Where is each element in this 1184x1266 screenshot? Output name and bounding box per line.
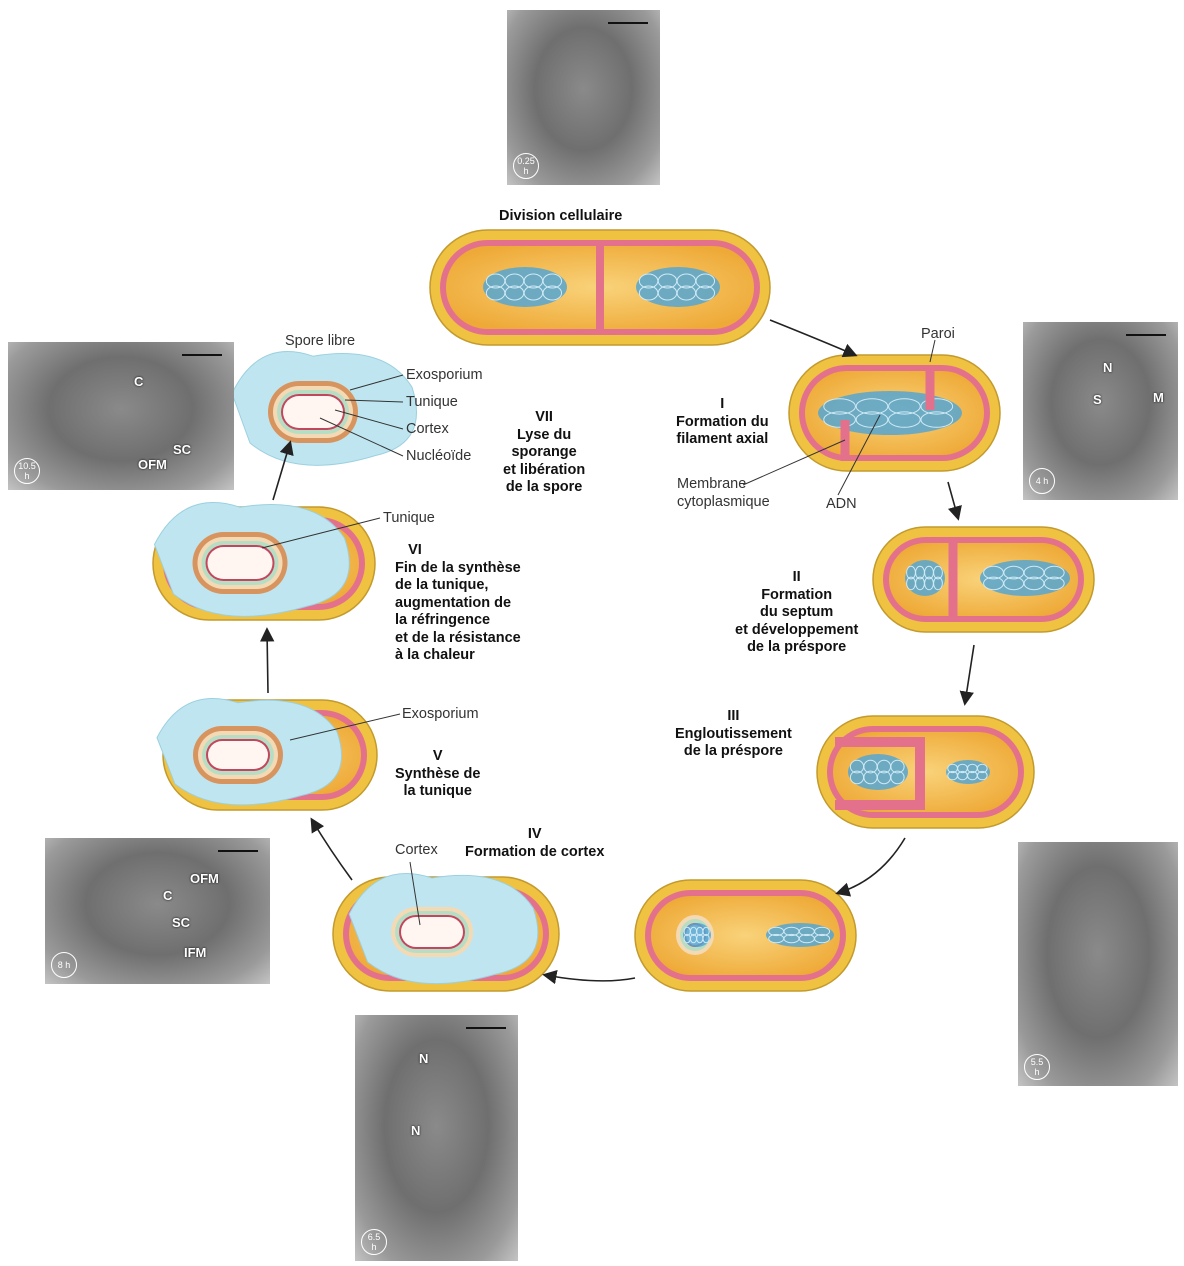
micro-label: N <box>1103 360 1112 375</box>
stage-roman: III <box>675 708 792 726</box>
spore-core <box>208 547 273 579</box>
time-badge: 6.5 h <box>361 1229 387 1255</box>
dna-nucleoid <box>636 267 720 307</box>
cell-stage-v <box>157 698 377 810</box>
scale-bar <box>218 850 258 852</box>
scale-bar <box>466 1027 506 1029</box>
cell-stage-iii <box>817 716 1034 828</box>
dna-nucleoid <box>818 391 962 435</box>
label-exosporium-v: Exosporium <box>402 706 479 723</box>
label-tunique: Tunique <box>406 394 458 411</box>
cell-stage-forespore <box>635 880 856 991</box>
micro-label: C <box>134 374 143 389</box>
cell-stage-iv <box>333 874 559 992</box>
micro-label: N <box>411 1123 420 1138</box>
dna-blob <box>905 560 945 596</box>
stage-roman: V <box>395 748 480 766</box>
spore-core <box>208 741 268 769</box>
label-paroi: Paroi <box>921 326 955 343</box>
micrograph-0-25h: 0.25 h <box>507 10 660 185</box>
dna-nucleoid <box>905 560 945 596</box>
dna-blob <box>818 391 962 435</box>
micrograph-8h: OFM C SC IFM 8 h <box>45 838 270 984</box>
dna-blob <box>848 754 908 790</box>
dna-blob <box>483 267 567 307</box>
micro-label: IFM <box>184 945 206 960</box>
cycle-arrow <box>267 630 268 693</box>
spore <box>155 503 350 617</box>
cycle-arrow <box>965 645 974 703</box>
stage-title-vii: VII Lyse du sporange et libération de la… <box>503 409 585 497</box>
micrograph-5-5h: 5.5 h <box>1018 842 1178 1086</box>
cycle-arrow <box>312 820 352 880</box>
stage-title-iv: IV Formation de cortex <box>465 826 604 861</box>
stage-title-vi: VI Fin de la synthèse de la tunique, aug… <box>395 542 521 665</box>
stage-roman: II <box>735 569 858 587</box>
stage-title-ii: II Formation du septum et développement … <box>735 569 858 657</box>
stage-roman: IV <box>465 826 604 844</box>
cell-division <box>430 230 770 345</box>
label-nucleoide: Nucléoïde <box>406 448 471 465</box>
time-badge: 0.25 h <box>513 153 539 179</box>
stage-title-i: I Formation du filament axial <box>676 396 769 449</box>
dna-nucleoid <box>848 754 908 790</box>
micro-label: M <box>1153 390 1164 405</box>
scale-bar <box>608 22 648 24</box>
time-badge: 10.5 h <box>14 458 40 484</box>
micro-label: C <box>163 888 172 903</box>
cell-stage-ii <box>873 527 1094 632</box>
micro-label: OFM <box>138 457 167 472</box>
cycle-arrow <box>948 482 958 518</box>
stage-roman: VII <box>503 409 585 427</box>
dna-blob <box>636 267 720 307</box>
time-badge: 5.5 h <box>1024 1054 1050 1080</box>
scale-bar <box>1126 334 1166 336</box>
cycle-arrow <box>545 975 635 981</box>
micro-label: OFM <box>190 871 219 886</box>
micro-label: SC <box>173 442 191 457</box>
dna-nucleoid <box>946 760 990 784</box>
scale-bar <box>182 354 222 356</box>
cell-stage-i <box>789 355 1000 471</box>
dna-nucleoid <box>766 923 834 947</box>
dna-blob <box>683 923 711 947</box>
stage-title-iii: III Engloutissement de la préspore <box>675 708 792 761</box>
label-spore-libre: Spore libre <box>285 333 355 350</box>
spore <box>232 352 417 466</box>
micrograph-6-5h: N N 6.5 h <box>355 1015 518 1261</box>
label-cortex-iv: Cortex <box>395 842 438 859</box>
spore <box>349 874 538 984</box>
label-tunique-vi: Tunique <box>383 510 435 527</box>
dna-blob <box>946 760 990 784</box>
stage-roman: VI <box>395 542 435 560</box>
spore <box>157 698 342 804</box>
dna-nucleoid <box>683 923 711 947</box>
spore-core <box>401 917 463 947</box>
dna-nucleoid <box>483 267 567 307</box>
time-badge: 8 h <box>51 952 77 978</box>
dna-blob <box>980 560 1070 596</box>
label-adn: ADN <box>826 496 857 513</box>
micro-label: SC <box>172 915 190 930</box>
label-membrane: Membrane cytoplasmique <box>677 475 770 511</box>
cycle-arrow <box>838 838 905 893</box>
free-spore <box>232 352 417 466</box>
label-cortex: Cortex <box>406 421 449 438</box>
spore-core <box>283 396 343 428</box>
stage-roman: I <box>676 396 769 414</box>
cell-stage-vi <box>153 503 375 620</box>
micro-label: N <box>419 1051 428 1066</box>
label-exosporium: Exosporium <box>406 367 483 384</box>
micrograph-10-5h: C SC OFM 10.5 h <box>8 342 234 490</box>
dna-nucleoid <box>980 560 1070 596</box>
time-badge: 4 h <box>1029 468 1055 494</box>
stage-title-v: V Synthèse de la tunique <box>395 748 480 801</box>
micrograph-4h: N S M 4 h <box>1023 322 1178 500</box>
micro-label: S <box>1093 392 1102 407</box>
cycle-arrow <box>770 320 855 355</box>
stage-title-division: Division cellulaire <box>499 208 622 226</box>
